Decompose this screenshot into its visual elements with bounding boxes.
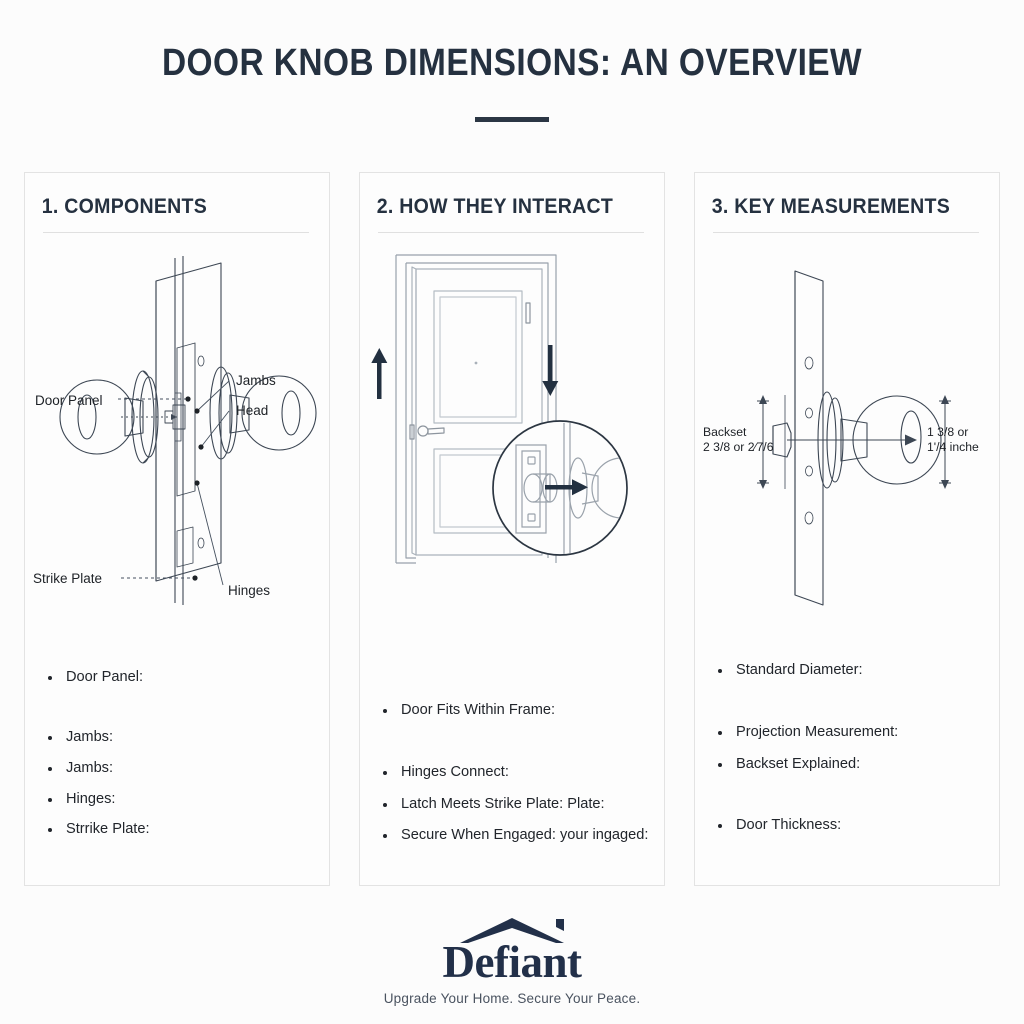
bullet-text: Standard Diameter: <box>736 662 863 679</box>
list-item: Jambs: <box>43 728 315 747</box>
list-item: Hinges Connect: <box>378 763 650 782</box>
interaction-bullet-list: Door Fits Within Frame: Hinges Connect: … <box>378 701 650 845</box>
brand-wordmark: Defiant <box>442 936 582 987</box>
list-item: Hinges: <box>43 790 315 809</box>
door-in-frame-figure <box>360 233 664 633</box>
title-divider <box>475 117 549 122</box>
diagram-label-head: Head <box>236 403 269 418</box>
measurement-label-backset: Backset 2 3/8 or 2⁄7/6 <box>703 425 773 456</box>
list-item: Latch Meets Strike Plate: Plate: <box>378 795 650 814</box>
page-title: DOOR KNOB DIMENSIONS: AN OVERVIEW <box>161 42 863 84</box>
bullet-text: Jambs: <box>66 729 114 746</box>
panel-how-they-interact: 2. HOW THEY INTERACT <box>359 172 665 886</box>
bullet-text: Hinges: <box>66 790 116 807</box>
footer: Defiant Upgrade Your Home. Secure Your P… <box>0 915 1024 1006</box>
backset-line-2: 2 3/8 or 2⁄7/6 <box>703 440 774 455</box>
list-item: Jambs: <box>43 759 315 778</box>
bullet-text: Projection Measurement: <box>736 723 899 740</box>
list-item: Door Panel: <box>43 668 315 687</box>
list-item: Standard Diameter: <box>713 661 985 680</box>
brand-tagline: Upgrade Your Home. Secure Your Peace. <box>383 991 641 1006</box>
list-item: Door Fits Within Frame: <box>378 701 650 720</box>
diameter-line-1: 1 3/8 or <box>927 425 969 439</box>
diagram-label-jambs: Jambs <box>236 373 276 388</box>
bullet-text: Hinges Connect: <box>401 763 509 780</box>
backset-dimension <box>757 395 796 489</box>
panel-heading: 3. KEY MEASUREMENTS <box>711 195 951 218</box>
panel-key-measurements: 3. KEY MEASUREMENTS <box>694 172 1000 886</box>
bullet-text: Backset Explained: <box>736 755 861 772</box>
bullet-text: Latch Meets Strike Plate: Plate: <box>401 795 605 812</box>
list-item: Backset Explained: <box>713 755 985 774</box>
list-item: Strrike Plate: <box>43 820 315 839</box>
panel-heading: 2. HOW THEY INTERACT <box>376 195 614 218</box>
measurements-figure: Backset 2 3/8 or 2⁄7/6 1 3/8 or 1'/4 inc… <box>695 233 999 633</box>
measurement-label-diameter: 1 3/8 or 1'/4 inche <box>927 425 979 456</box>
bullet-text: Door Fits Within Frame: <box>401 702 556 719</box>
diagram-label-door-panel: Door Panel <box>35 393 103 408</box>
bullet-text: Door Thickness: <box>736 817 842 834</box>
roof-icon <box>460 917 564 943</box>
list-item: Secure When Engaged: your ingaged: <box>378 826 650 845</box>
diameter-line-2: 1'/4 inche <box>927 440 979 455</box>
panel-heading-divider <box>43 232 309 233</box>
door-frame-diagram <box>371 254 628 564</box>
bullet-text: Strrike Plate: <box>66 821 150 838</box>
list-item: Projection Measurement: <box>713 723 985 742</box>
panel-heading: 1. COMPONENTS <box>41 195 208 218</box>
header: DOOR KNOB DIMENSIONS: AN OVERVIEW <box>0 0 1024 122</box>
panel-heading-divider <box>713 232 979 233</box>
panel-heading-divider <box>378 232 644 233</box>
components-bullet-list: Door Panel: Jambs: Jambs: Hinges: Strrik… <box>43 668 315 839</box>
backset-line-1: Backset <box>703 425 747 439</box>
bullet-text: Secure When Engaged: your ingaged: <box>401 827 649 844</box>
magnified-latch-detail <box>492 420 628 556</box>
measurements-bullet-list: Standard Diameter: Projection Measuremen… <box>713 661 985 835</box>
direction-arrows <box>371 345 559 399</box>
panel-row: 1. COMPONENTS <box>24 172 1000 886</box>
door-cross-section-diagram <box>59 256 317 605</box>
list-item: Door Thickness: <box>713 816 985 835</box>
diagram-label-hinges: Hinges <box>228 583 271 598</box>
bullet-text: Door Panel: <box>66 668 144 685</box>
bullet-text: Jambs: <box>66 759 114 776</box>
knob-measurement-diagram <box>757 270 951 606</box>
panel-components: 1. COMPONENTS <box>24 172 330 886</box>
components-figure: Door Panel Jambs Head Strike Plate Hinge… <box>25 233 329 633</box>
diagram-label-strike-plate: Strike Plate <box>33 571 103 586</box>
